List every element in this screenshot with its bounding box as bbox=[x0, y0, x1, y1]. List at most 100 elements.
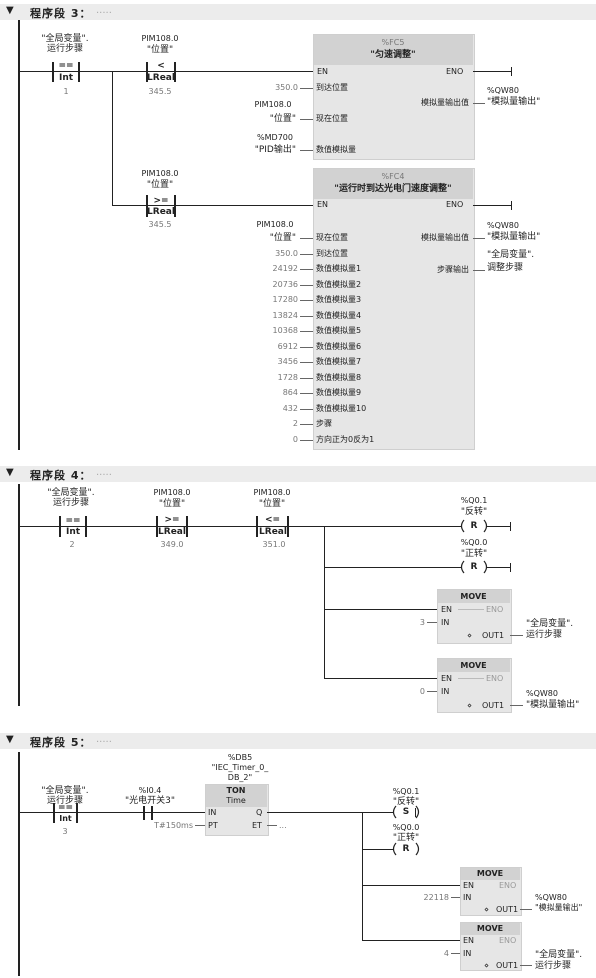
collapse-triangle-icon[interactable]: ▼ bbox=[6, 734, 14, 745]
pin-value[interactable]: 864 bbox=[282, 388, 298, 397]
compare-contact-right[interactable] bbox=[78, 62, 80, 82]
operand-name[interactable]: "模拟量输出" bbox=[487, 97, 541, 107]
pin-value[interactable]: ... bbox=[279, 821, 287, 830]
pin-eno[interactable]: ENO bbox=[446, 67, 464, 76]
pin-value[interactable]: 13824 bbox=[272, 310, 298, 320]
operand-name[interactable]: "模拟量输出" bbox=[535, 903, 583, 912]
operand-address[interactable]: PIM108.0 bbox=[256, 220, 294, 229]
pin-value[interactable]: 0 bbox=[419, 687, 425, 696]
operand-name[interactable]: 运行步骤 bbox=[535, 961, 572, 971]
operand-name[interactable]: "全局变量". bbox=[526, 619, 574, 629]
operand-name[interactable]: "位置" bbox=[258, 499, 286, 509]
compare-contact-right[interactable] bbox=[76, 803, 78, 823]
operand-name[interactable]: "IEC_Timer_0_ bbox=[211, 763, 269, 772]
pin-eno[interactable]: ENO bbox=[499, 936, 517, 945]
block-name[interactable]: "匀速调整" bbox=[370, 50, 416, 60]
operand-name[interactable]: "正转" bbox=[460, 549, 488, 559]
operand-name[interactable]: DB_2" bbox=[227, 773, 253, 782]
compare-contact-left[interactable] bbox=[59, 516, 61, 537]
compare-contact-right[interactable] bbox=[186, 516, 188, 537]
pin-en[interactable]: EN bbox=[317, 67, 329, 76]
operand-address[interactable]: PIM108.0 bbox=[153, 488, 191, 497]
operand-name[interactable]: "模拟量输出" bbox=[526, 700, 580, 710]
pin-in[interactable]: IN bbox=[208, 808, 217, 817]
pin-value[interactable]: 350.0 bbox=[275, 248, 298, 258]
operand-name[interactable]: 运行步骤 bbox=[52, 498, 89, 508]
pin-eno[interactable]: ENO bbox=[486, 674, 504, 683]
compare-value[interactable]: 349.0 bbox=[160, 540, 184, 549]
operand-name[interactable]: "反转" bbox=[460, 507, 488, 517]
reset-coil[interactable]: R bbox=[462, 562, 486, 572]
operand-name[interactable]: 调整步骤 bbox=[487, 263, 524, 273]
operand-address[interactable]: %Q0.0 bbox=[392, 823, 420, 832]
pin-q[interactable]: Q bbox=[256, 808, 263, 817]
pin-in[interactable]: IN bbox=[463, 893, 472, 902]
pin-pt[interactable]: PT bbox=[208, 821, 218, 830]
reset-coil[interactable]: R bbox=[394, 844, 418, 854]
compare-contact-left[interactable] bbox=[52, 62, 54, 82]
pin-en[interactable]: EN bbox=[441, 605, 453, 614]
operand-name[interactable]: "位置" bbox=[269, 114, 296, 124]
network-comment[interactable]: ..... bbox=[96, 5, 112, 16]
operand-name[interactable]: "位置" bbox=[146, 45, 174, 55]
operand-name[interactable]: "全局变量". bbox=[487, 250, 535, 260]
network-3-header[interactable]: ▼ 程序段 3： ..... bbox=[0, 4, 596, 20]
operand-name[interactable]: "模拟量输出" bbox=[487, 232, 541, 242]
operand-address[interactable]: %I0.4 bbox=[138, 786, 162, 795]
compare-contact-left[interactable] bbox=[146, 62, 148, 82]
operand-address[interactable]: %Q0.0 bbox=[460, 538, 488, 547]
operand-name[interactable]: "正转" bbox=[392, 833, 420, 843]
compare-contact-left[interactable] bbox=[256, 516, 258, 537]
operand-name[interactable]: 运行步骤 bbox=[46, 44, 83, 54]
pin-value[interactable]: 20736 bbox=[272, 279, 298, 289]
operand-address[interactable]: %Q0.1 bbox=[392, 787, 420, 796]
contact-right[interactable] bbox=[151, 806, 153, 820]
operand-name[interactable]: "反转" bbox=[392, 797, 420, 807]
pin-value[interactable]: 22118 bbox=[423, 893, 449, 902]
compare-value[interactable]: 345.5 bbox=[148, 87, 172, 96]
operand-address[interactable]: PIM108.0 bbox=[141, 34, 179, 43]
pin-eno[interactable]: ENO bbox=[499, 881, 517, 890]
fc4-block[interactable] bbox=[313, 168, 475, 450]
network-4-header[interactable]: ▼ 程序段 4： ..... bbox=[0, 466, 596, 482]
pin-value[interactable]: 10368 bbox=[272, 326, 298, 335]
compare-contact-left[interactable] bbox=[156, 516, 158, 537]
pin-value[interactable]: 0 bbox=[292, 434, 298, 444]
compare-value[interactable]: 2 bbox=[69, 540, 75, 549]
operand-address[interactable]: %MD700 bbox=[257, 133, 293, 142]
collapse-triangle-icon[interactable]: ▼ bbox=[6, 5, 14, 16]
pin-out1[interactable]: OUT1 bbox=[482, 631, 505, 640]
pin-et[interactable]: ET bbox=[252, 821, 262, 830]
pin-eno[interactable]: ENO bbox=[486, 605, 504, 614]
operand-address[interactable]: %Q0.1 bbox=[460, 496, 488, 505]
compare-value[interactable]: 345.5 bbox=[148, 220, 172, 229]
pin-value[interactable]: 24192 bbox=[272, 264, 298, 273]
compare-contact-left[interactable] bbox=[146, 195, 148, 217]
pin-eno[interactable]: ENO bbox=[446, 200, 464, 209]
operand-name[interactable]: 运行步骤 bbox=[526, 630, 563, 640]
pin-out1[interactable]: OUT1 bbox=[496, 905, 519, 914]
pin-value[interactable]: 432 bbox=[282, 403, 298, 413]
operand-name[interactable]: "全局变量". bbox=[41, 786, 89, 796]
compare-value[interactable]: 351.0 bbox=[262, 540, 286, 549]
pin-in[interactable]: IN bbox=[441, 618, 450, 627]
pin-in[interactable]: IN bbox=[463, 949, 472, 958]
operand-address[interactable]: %QW80 bbox=[526, 689, 558, 698]
compare-contact-left[interactable] bbox=[53, 803, 55, 823]
operand-name[interactable]: "PID输出" bbox=[254, 145, 296, 155]
operand-address[interactable]: PIM108.0 bbox=[254, 100, 292, 109]
compare-contact-right[interactable] bbox=[174, 62, 176, 82]
pin-in[interactable]: IN bbox=[441, 687, 450, 696]
compare-contact-right[interactable] bbox=[287, 516, 289, 537]
pin-value[interactable]: 3 bbox=[419, 618, 425, 627]
pin-en[interactable]: EN bbox=[463, 936, 475, 945]
operand-name[interactable]: "位置" bbox=[158, 499, 186, 509]
pin-value[interactable]: T#150ms bbox=[154, 821, 193, 830]
block-name[interactable]: "运行时到达光电门速度调整" bbox=[334, 184, 452, 194]
pin-value[interactable]: 6912 bbox=[277, 341, 298, 351]
pin-en[interactable]: EN bbox=[441, 674, 453, 683]
operand-name[interactable]: "全局变量". bbox=[41, 34, 89, 44]
operand-name[interactable]: "光电开关3" bbox=[124, 796, 175, 806]
network-comment[interactable]: ..... bbox=[96, 734, 112, 745]
operand-address[interactable]: %QW80 bbox=[487, 86, 519, 95]
